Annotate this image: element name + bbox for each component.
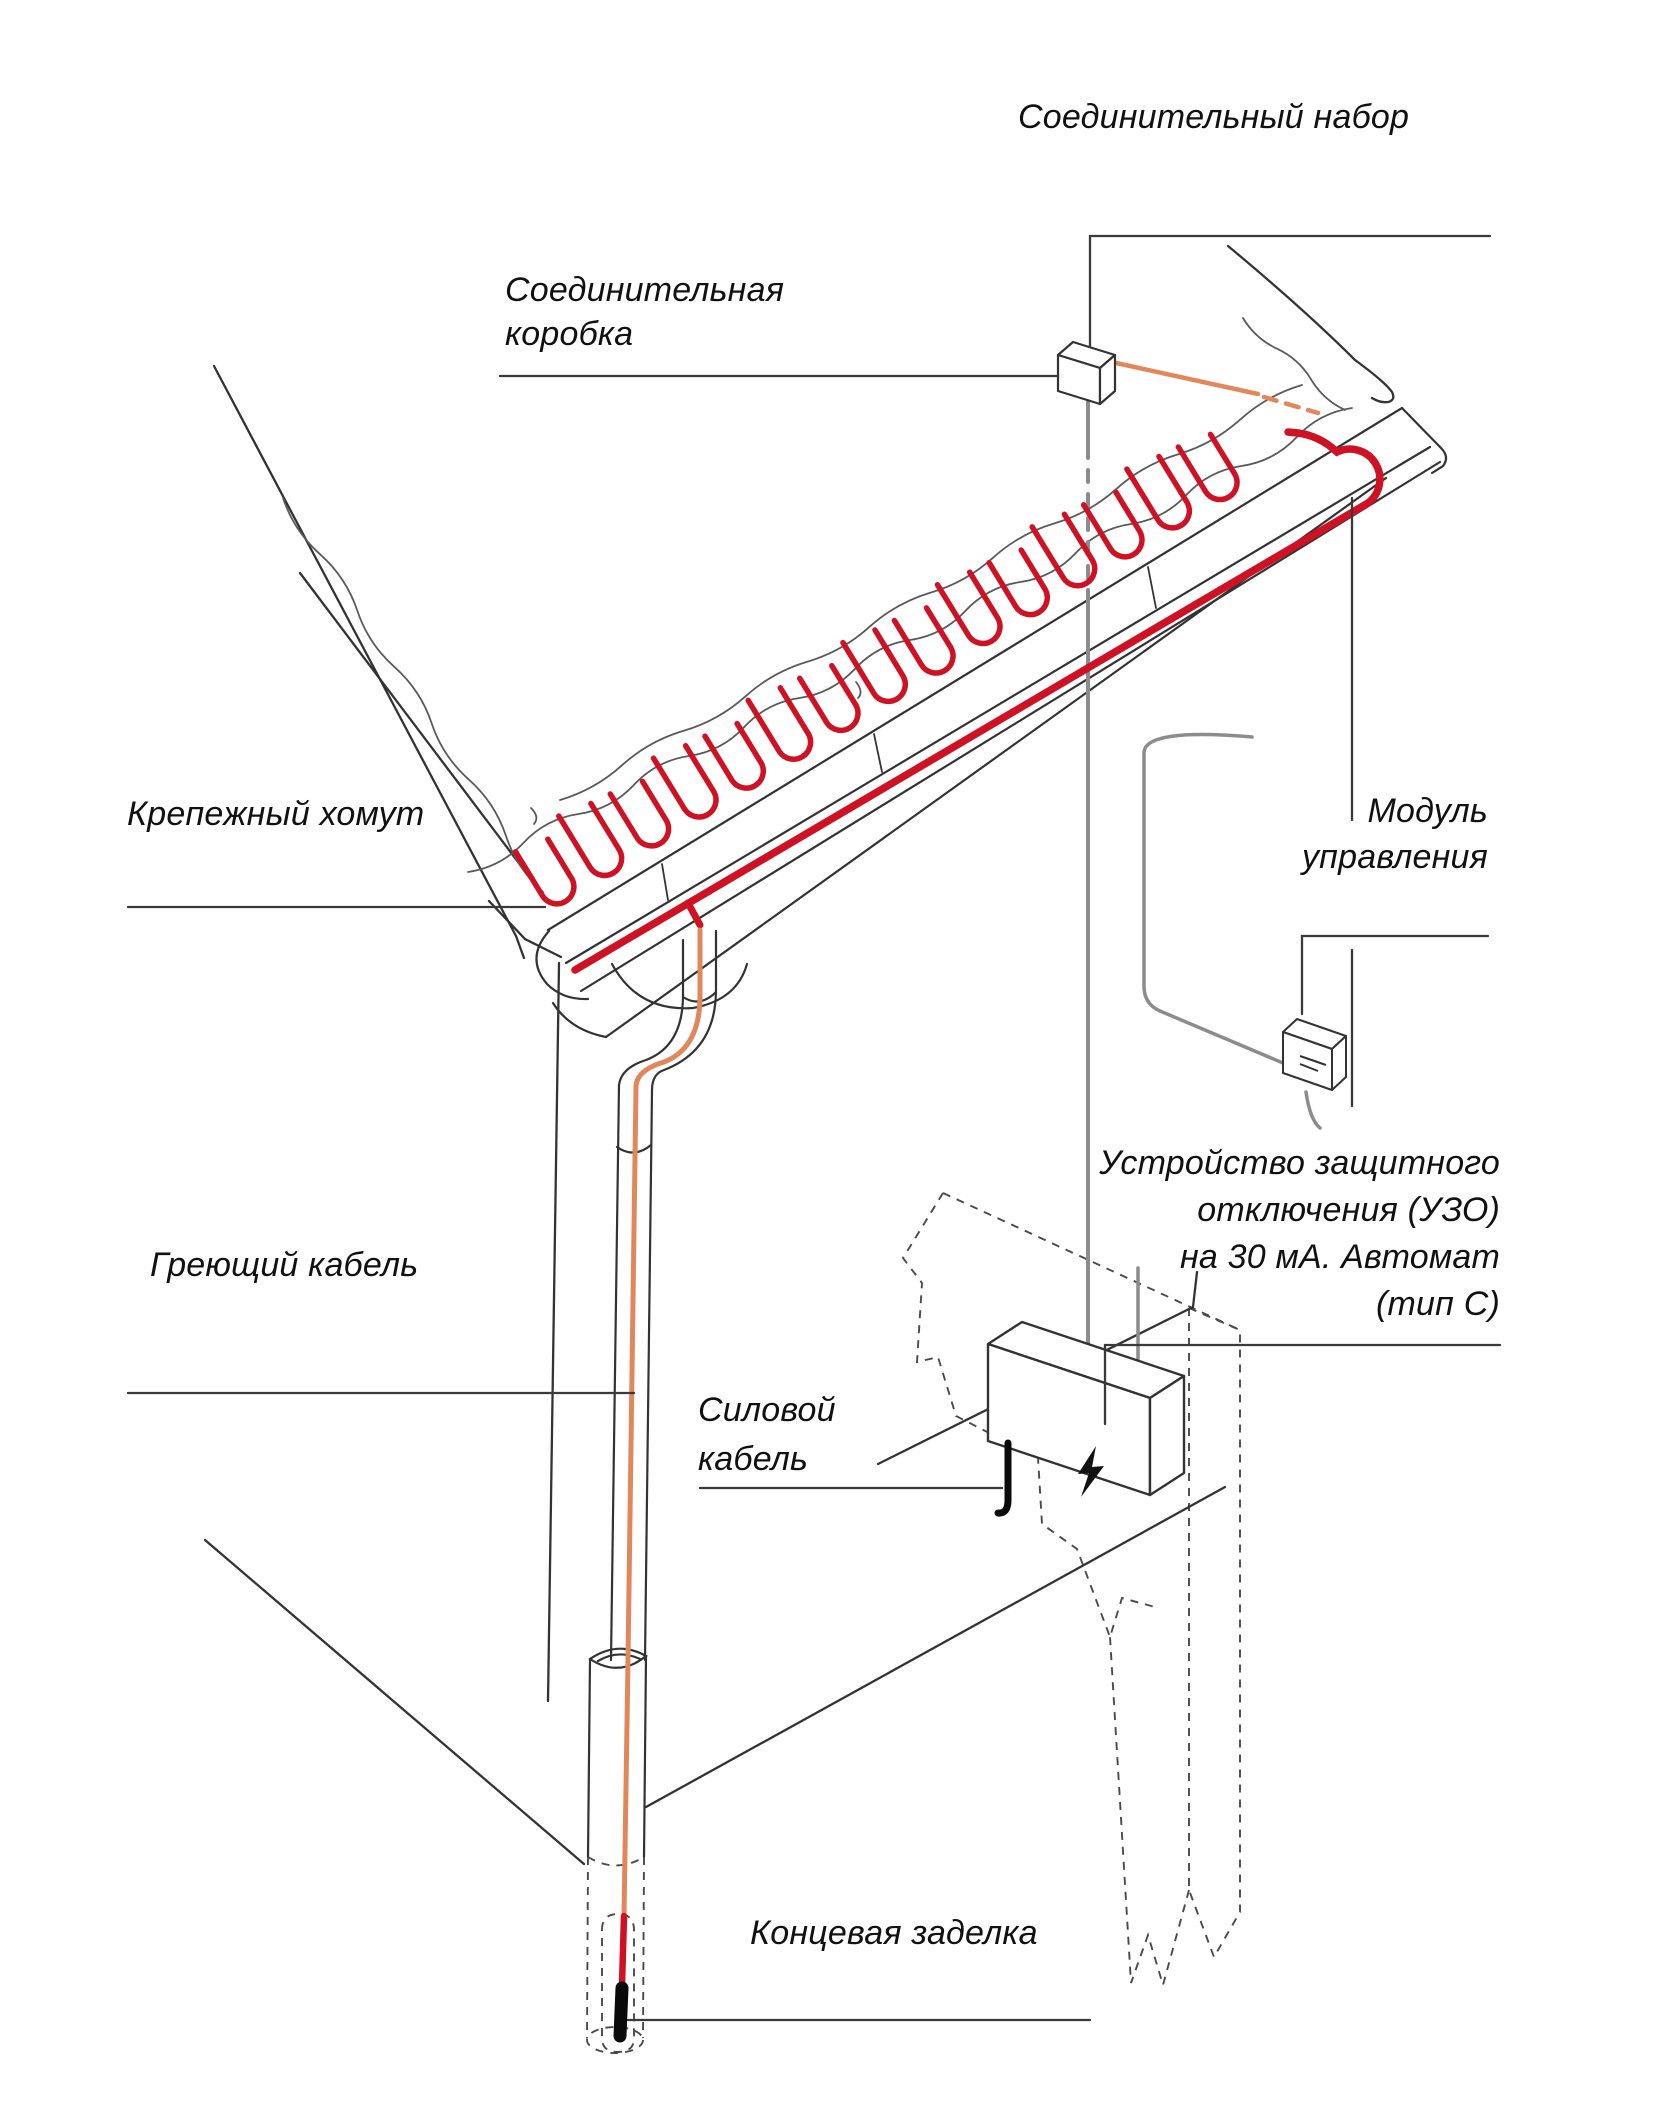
rcd-box — [986, 1320, 1186, 1497]
power-cable-black — [994, 1439, 1012, 1517]
roof-right-edge — [1226, 244, 1395, 404]
roof-lead-cable — [1104, 358, 1261, 397]
gutter-outlet-funnel — [610, 962, 749, 1010]
label-power-cable: Силовой кабель — [698, 1386, 836, 1484]
wall-break-edge-upper — [876, 1270, 1199, 1466]
leader-lines — [126, 234, 1502, 2022]
coupling-left — [586, 1657, 592, 1859]
downspout-hidden-section — [586, 1856, 645, 2054]
gutter — [535, 406, 1448, 1039]
end-termination-cap — [613, 1981, 629, 2043]
heating-cable-red — [512, 428, 1384, 974]
leader-rcd — [1103, 1343, 1502, 1426]
downspout-pipe-right — [643, 1088, 654, 1662]
rcd-box-side — [1148, 1374, 1186, 1497]
hidden-pipe-left — [586, 1856, 589, 2039]
wall-bottom-left-edge — [203, 1538, 586, 1866]
label-mounting-clamp: Крепежный хомут — [127, 795, 425, 833]
hidden-pipe-right — [642, 1856, 645, 2039]
control-module-side — [1331, 1035, 1347, 1091]
gutter-front-top-edge — [564, 445, 1432, 965]
gutter-left-fascia — [551, 1001, 608, 1039]
snow-left-slope — [282, 497, 544, 893]
label-rcd-line4: (тип С) — [1376, 1285, 1500, 1323]
label-connection-kit: Соединительный набор — [1018, 98, 1410, 136]
label-power-cable-line1: Силовой — [698, 1391, 836, 1429]
snow-upper-edge — [559, 384, 1303, 801]
gutter-right-end-cap — [1400, 406, 1448, 475]
eaves-corner-plate — [487, 899, 563, 959]
cable-red-tail — [618, 1912, 628, 1989]
wall-bottom-right-edge — [644, 1485, 1227, 1809]
wall-corner-edge — [546, 961, 561, 1703]
label-control-module-line1: Модуль — [1367, 792, 1488, 830]
leader-control-module-bent — [1300, 934, 1490, 1016]
label-rcd-line3: на 30 мА. Автомат — [1179, 1238, 1500, 1276]
hidden-pipe-bottom — [586, 2026, 644, 2054]
roof-lead-cable-dashed — [1261, 394, 1321, 416]
module-tail-cable — [1304, 1090, 1322, 1130]
gutter-joint-tick-2 — [873, 733, 883, 773]
building-outline — [203, 244, 1395, 1866]
heating-cable-serpentine — [512, 431, 1240, 907]
gutter-joint-tick-1 — [661, 863, 669, 901]
snow-squiggle-2 — [530, 807, 538, 825]
gutter-back-edge — [546, 406, 1404, 932]
label-heating-cable: Греющий кабель — [150, 1246, 419, 1284]
label-end-termination: Концевая заделка — [750, 1914, 1038, 1952]
label-rcd: Устройство защитного отключения (УЗО) на… — [1000, 1140, 1500, 1328]
junction-box — [1056, 340, 1117, 406]
downspout-elbow-right — [650, 988, 718, 1092]
label-control-module-line2: управления — [1301, 838, 1488, 876]
lightning-icon — [1078, 1446, 1104, 1497]
sensor-cable — [1142, 732, 1285, 1065]
junction-box-side — [1098, 353, 1117, 406]
label-power-cable-line2: кабель — [698, 1440, 809, 1478]
snow-squiggle-1 — [855, 681, 862, 699]
downspout-lead-cable — [621, 927, 703, 1919]
coupling-right — [642, 1654, 648, 1859]
termination-capsule — [601, 1913, 635, 2053]
downspout-pipe-left — [609, 1083, 621, 1662]
coupling-rim-inner — [596, 1653, 642, 1663]
label-junction-box: Соединительная коробка — [505, 268, 784, 356]
hidden-pipe-transition — [587, 1856, 645, 1867]
control-module-box — [1282, 1018, 1347, 1091]
label-control-module: Модуль управления — [1230, 788, 1488, 880]
lead-cable-orange — [621, 358, 1321, 1919]
eaves-corner-stub — [514, 934, 526, 960]
snow-top-right-edge — [1242, 317, 1346, 411]
label-junction-box-line2: коробка — [505, 315, 634, 353]
label-rcd-line1: Устройство защитного — [1099, 1144, 1500, 1182]
leader-connection-kit — [1088, 234, 1492, 348]
downspout — [586, 929, 718, 1859]
gutter-joint-tick-3 — [1147, 566, 1157, 609]
gutter-left-end-cap — [535, 929, 590, 1001]
downspout-elbow-left — [617, 993, 685, 1087]
roof-left-edge — [212, 364, 518, 938]
snow-edge-over-cable — [467, 407, 1353, 873]
roof-left-edge-inner — [298, 571, 551, 905]
control-module-detail-lines — [1299, 1055, 1327, 1072]
label-junction-box-line1: Соединительная — [505, 271, 785, 309]
heating-cable-into-outlet — [684, 899, 704, 929]
phantom-bottom-tips — [1109, 1636, 1190, 1989]
phantom-right-slab — [1188, 1307, 1241, 1960]
heating-cable-gutter-run — [571, 428, 1384, 974]
label-rcd-line2: отключения (УЗО) — [1197, 1191, 1500, 1229]
gutter-front-bottom-edge — [579, 460, 1442, 993]
